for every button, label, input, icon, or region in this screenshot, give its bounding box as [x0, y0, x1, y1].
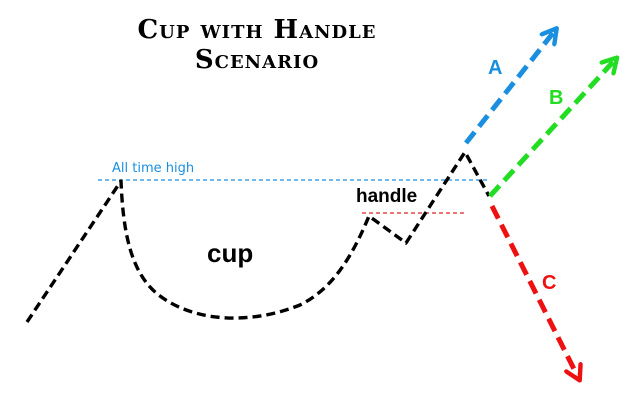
handle-label: handle [356, 186, 417, 207]
scenario-a-label: A [488, 57, 502, 79]
scenario-c-label: C [542, 272, 556, 294]
cup-label: cup [207, 238, 253, 268]
title-line-2: Scenario [195, 45, 319, 75]
title-line-1: Cup with Handle [137, 15, 376, 45]
scenario-b-arrow [488, 62, 613, 198]
price-path [25, 150, 491, 323]
scenario-a-arrow [464, 33, 553, 145]
scenario-b-label: B [549, 87, 563, 109]
all-time-high-label: All time high [112, 161, 194, 176]
scenario-c-arrow [489, 204, 577, 375]
